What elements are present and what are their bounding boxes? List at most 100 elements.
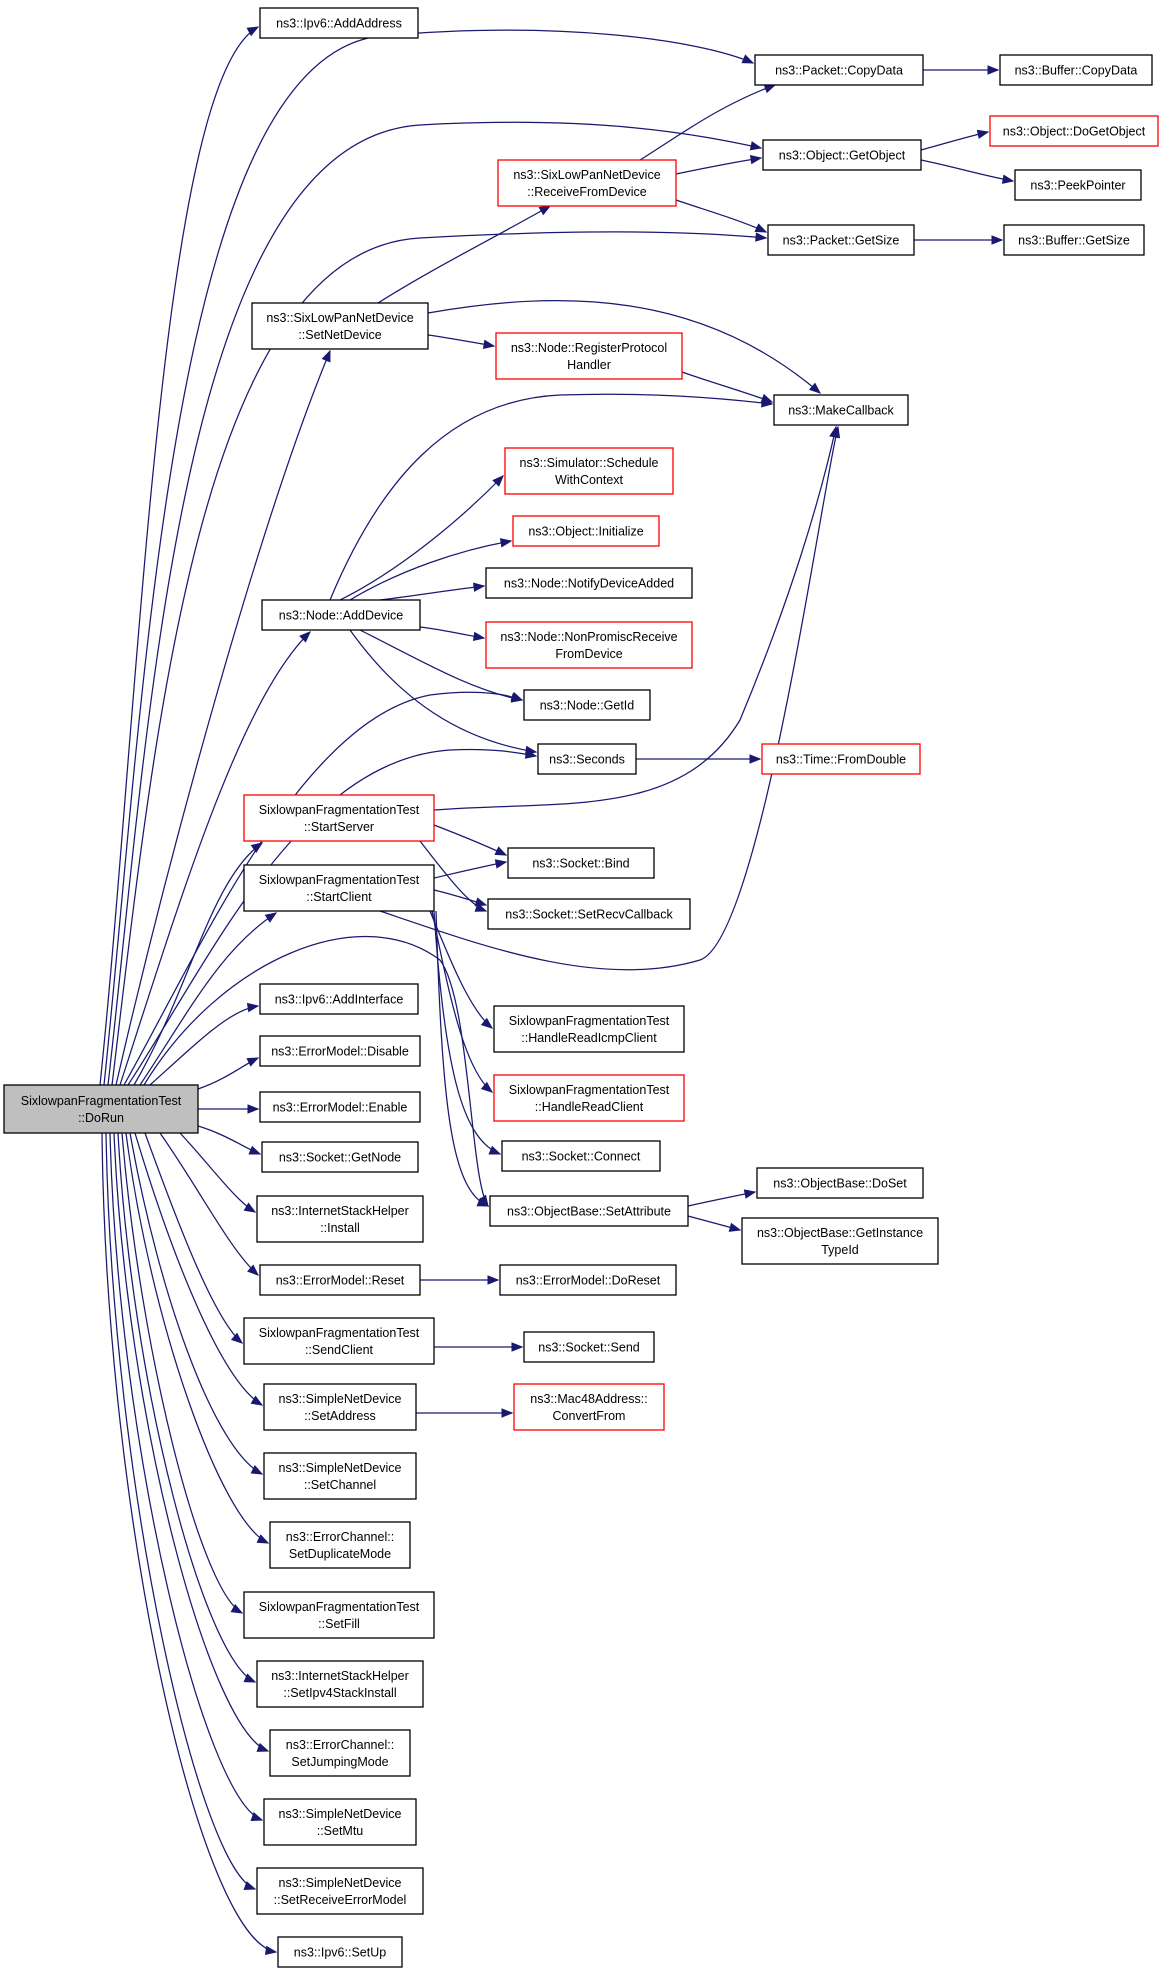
node-box: [269, 1521, 411, 1569]
edge-node_adddevice-to-node_notify: [379, 582, 486, 601]
arrowhead-icon: [247, 1264, 260, 1276]
arrowhead-icon: [749, 754, 762, 764]
node-node-adddevice[interactable]: ns3::Node::AddDevice: [261, 599, 421, 631]
node-ipv6-addinterface[interactable]: ns3::Ipv6::AddInterface: [259, 983, 419, 1015]
node-box: [259, 1264, 421, 1296]
node-box: [1014, 169, 1142, 201]
arrowhead-icon: [991, 235, 1004, 245]
edge-line: [639, 84, 776, 161]
arrowhead-icon: [243, 1673, 257, 1683]
node-label: ConvertFrom: [553, 1409, 626, 1423]
node-box: [243, 1591, 435, 1639]
node-errormodel-doreset[interactable]: ns3::ErrorModel::DoReset: [499, 1264, 677, 1296]
node-setfill[interactable]: SixlowpanFragmentationTest::SetFill: [243, 1591, 435, 1639]
node-box: [3, 1084, 199, 1134]
edge-line: [179, 1132, 256, 1213]
node-label: ::HandleReadIcmpClient: [521, 1031, 657, 1045]
node-objectbase-doset[interactable]: ns3::ObjectBase::DoSet: [756, 1167, 924, 1199]
node-box: [493, 1005, 685, 1053]
node-object-dogetobject[interactable]: ns3::Object::DoGetObject: [989, 115, 1159, 147]
node-object-initialize[interactable]: ns3::Object::Initialize: [512, 515, 660, 547]
edge-line: [125, 1132, 269, 1544]
node-label: ns3::SixLowPanNetDevice: [513, 168, 660, 182]
node-object-getobject[interactable]: ns3::Object::GetObject: [762, 139, 922, 171]
node-mac48-convertfrom[interactable]: ns3::Mac48Address::ConvertFrom: [513, 1383, 665, 1431]
node-errorchannel-jump[interactable]: ns3::ErrorChannel::SetJumpingMode: [269, 1729, 411, 1777]
node-buffer-getsize[interactable]: ns3::Buffer::GetSize: [1003, 224, 1145, 256]
node-simple-setchannel[interactable]: ns3::SimpleNetDevice::SetChannel: [263, 1452, 417, 1500]
node-socket-getnode[interactable]: ns3::Socket::GetNode: [261, 1141, 419, 1173]
node-startserver[interactable]: SixlowpanFragmentationTest::StartServer: [243, 794, 435, 842]
node-socket-connect[interactable]: ns3::Socket::Connect: [501, 1140, 661, 1172]
node-simple-setmtu[interactable]: ns3::SimpleNetDevice::SetMtu: [263, 1798, 417, 1846]
node-socket-setrecv[interactable]: ns3::Socket::SetRecvCallback: [487, 898, 691, 930]
node-objectbase-setattr[interactable]: ns3::ObjectBase::SetAttribute: [489, 1195, 689, 1227]
node-makecallback[interactable]: ns3::MakeCallback: [773, 394, 909, 426]
node-label: ns3::Node::NotifyDeviceAdded: [504, 577, 674, 591]
arrowhead-icon: [749, 141, 763, 151]
node-label: ::SetFill: [318, 1617, 360, 1631]
edge-line: [143, 936, 489, 1207]
node-label: ns3::Node::RegisterProtocol: [511, 341, 667, 355]
node-seconds[interactable]: ns3::Seconds: [537, 743, 637, 775]
node-errormodel-enable[interactable]: ns3::ErrorModel::Enable: [259, 1091, 421, 1123]
node-ipv6-setup[interactable]: ns3::Ipv6::SetUp: [277, 1936, 403, 1968]
node-handleicmp[interactable]: SixlowpanFragmentationTest::HandleReadIc…: [493, 1005, 685, 1053]
edge-line: [433, 426, 837, 811]
node-label: ns3::ObjectBase::DoSet: [773, 1177, 907, 1191]
node-label: ns3::Seconds: [549, 753, 625, 767]
edge-startclient-to-socket_setrecv: [433, 889, 488, 907]
arrowhead-icon: [1001, 174, 1015, 184]
node-root[interactable]: SixlowpanFragmentationTest::DoRun: [3, 1084, 199, 1134]
node-startclient[interactable]: SixlowpanFragmentationTest::StartClient: [243, 864, 435, 912]
arrowhead-icon: [256, 1742, 270, 1752]
node-node-notify[interactable]: ns3::Node::NotifyDeviceAdded: [485, 567, 693, 599]
node-errormodel-disable[interactable]: ns3::ErrorModel::Disable: [259, 1035, 421, 1067]
node-node-getid[interactable]: ns3::Node::GetId: [523, 689, 651, 721]
node-handleread[interactable]: SixlowpanFragmentationTest::HandleReadCl…: [493, 1074, 685, 1122]
arrowhead-icon: [755, 232, 768, 242]
node-errormodel-reset[interactable]: ns3::ErrorModel::Reset: [259, 1264, 421, 1296]
edge-line: [920, 159, 1014, 182]
node-simple-setrecverr[interactable]: ns3::SimpleNetDevice::SetReceiveErrorMod…: [256, 1867, 424, 1915]
node-label: ns3::Socket::GetNode: [279, 1151, 401, 1165]
edge-line: [433, 824, 507, 856]
node-errorchannel-dup[interactable]: ns3::ErrorChannel::SetDuplicateMode: [269, 1521, 411, 1569]
node-box: [512, 515, 660, 547]
arrowhead-icon: [501, 1408, 514, 1418]
edge-line: [379, 585, 485, 601]
edge-line: [105, 1132, 256, 1890]
node-buffer-copydata[interactable]: ns3::Buffer::CopyData: [999, 54, 1153, 86]
node-socket-send[interactable]: ns3::Socket::Send: [523, 1331, 655, 1363]
arrowhead-icon: [247, 1104, 260, 1114]
edge-line: [109, 1132, 263, 1821]
node-sixlowpan-receive[interactable]: ns3::SixLowPanNetDevice::ReceiveFromDevi…: [497, 159, 677, 207]
node-label: ns3::Object::DoGetObject: [1003, 125, 1146, 139]
node-time-fromdouble[interactable]: ns3::Time::FromDouble: [761, 743, 921, 775]
node-packet-copydata[interactable]: ns3::Packet::CopyData: [754, 54, 924, 86]
node-box: [497, 159, 677, 207]
node-internet-setipv4[interactable]: ns3::InternetStackHelper::SetIpv4StackIn…: [256, 1660, 424, 1708]
node-label: WithContext: [555, 473, 624, 487]
node-sixlowpan-setnetdevice[interactable]: ns3::SixLowPanNetDevice::SetNetDevice: [251, 302, 429, 350]
node-simple-setaddress[interactable]: ns3::SimpleNetDevice::SetAddress: [263, 1383, 417, 1431]
node-ipv6-addaddress[interactable]: ns3::Ipv6::AddAddress: [259, 7, 419, 39]
edge-root-to-errorchannel_jump: [113, 1132, 270, 1752]
edge-line: [429, 910, 493, 1029]
node-packet-getsize[interactable]: ns3::Packet::GetSize: [767, 224, 915, 256]
node-label: ns3::SimpleNetDevice: [279, 1392, 402, 1406]
node-socket-bind[interactable]: ns3::Socket::Bind: [507, 847, 655, 879]
edge-object_getobject-to-object_dogetobject: [920, 129, 990, 151]
node-internet-install[interactable]: ns3::InternetStackHelper::Install: [256, 1195, 424, 1243]
arrowhead-icon: [494, 846, 508, 856]
node-label: ns3::ErrorModel::Enable: [273, 1101, 408, 1115]
node-peekpointer[interactable]: ns3::PeekPointer: [1014, 169, 1142, 201]
node-sendclient[interactable]: SixlowpanFragmentationTest::SendClient: [243, 1317, 435, 1365]
node-box: [256, 1660, 424, 1708]
edge-line: [133, 842, 263, 1086]
node-label: ::SetIpv4StackInstall: [283, 1686, 396, 1700]
